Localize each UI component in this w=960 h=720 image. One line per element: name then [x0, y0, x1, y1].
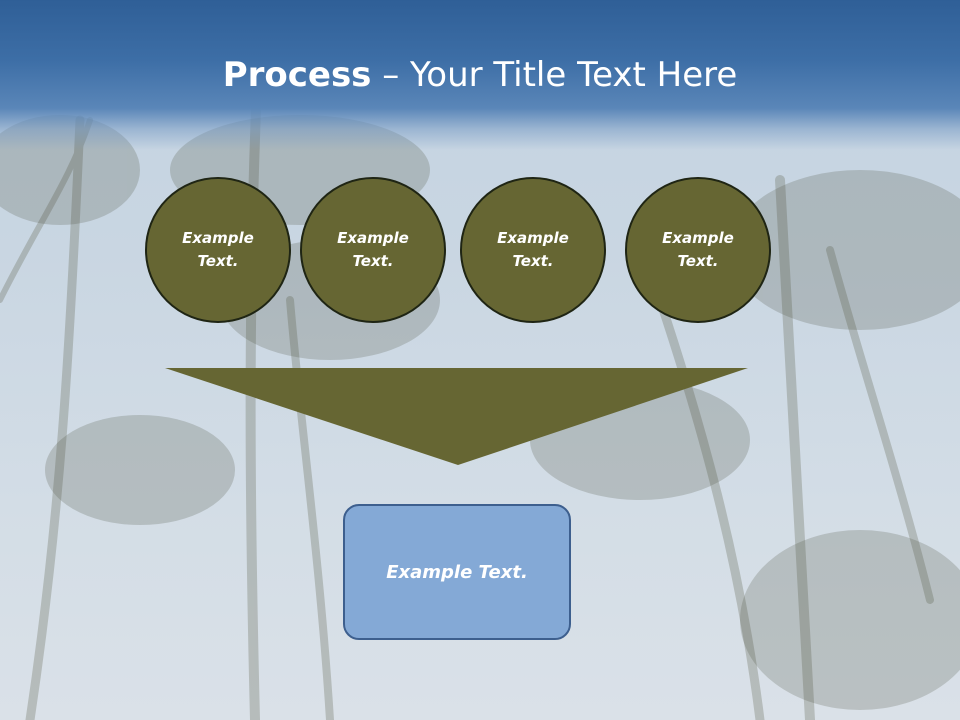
title-band [0, 0, 960, 150]
step-circle-1-line1: Example [182, 229, 254, 247]
step-circle-4-line2: Text. [677, 252, 719, 270]
result-box[interactable]: Example Text. [343, 504, 571, 640]
funnel-arrow[interactable] [165, 368, 749, 466]
step-circle-1-line2: Text. [197, 252, 239, 270]
slide-title-rest: – Your Title Text Here [371, 55, 738, 95]
step-circle-4-line1: Example [662, 229, 734, 247]
slide-title: Process – Your Title Text Here [0, 52, 960, 98]
step-circle-2-line1: Example [337, 229, 409, 247]
step-circle-2-line2: Text. [352, 252, 394, 270]
slide-title-bold: Process [222, 55, 372, 95]
step-circle-3-line2: Text. [512, 252, 554, 270]
funnel-arrow-shape [165, 368, 748, 465]
step-circle-3-line1: Example [497, 229, 569, 247]
result-box-text: Example Text. [386, 561, 528, 583]
